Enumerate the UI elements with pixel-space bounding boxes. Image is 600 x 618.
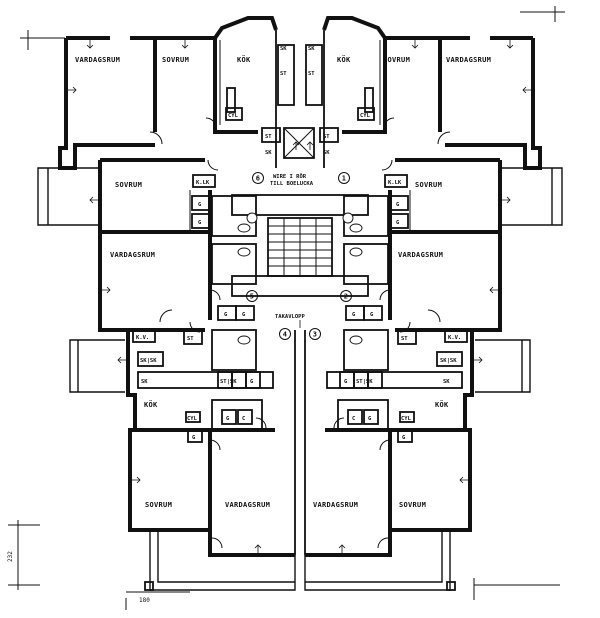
room-label: SOVRUM [383, 56, 410, 64]
room-label: SOVRUM [415, 181, 442, 189]
fixture-label: G [368, 416, 372, 422]
room-label: KÖK [435, 400, 449, 409]
room-label: SOVRUM [145, 501, 172, 509]
apartment-number-5: 5 [250, 293, 254, 301]
fixture-label: SK|SK [440, 358, 457, 364]
fixture-label: K.V. [136, 335, 149, 341]
fixture-label: ST|SK [220, 379, 237, 385]
fixture-labels: SK ST SK ST CYL CYL ST ST SK SK K.LK K.L… [136, 46, 461, 441]
annotations: WIRE I RÖR TILL BOELUCKA TAKAVLOPP [270, 173, 314, 328]
room-label: SOVRUM [115, 181, 142, 189]
fixture-label: G [242, 312, 246, 318]
fixture-label: G [402, 435, 406, 441]
room-label: VARDAGSRUM [225, 501, 270, 509]
apartment-numbers: 1 2 3 4 5 6 [246, 172, 352, 340]
fixture-label: ST [187, 336, 194, 342]
fixture-label: ST [265, 134, 272, 140]
apartment-number-4: 4 [283, 331, 287, 339]
fixture-label: ST [401, 336, 408, 342]
fixture-label: ST|SK [356, 379, 373, 385]
fixture-label: G [396, 220, 400, 226]
fixture-label: G [226, 416, 230, 422]
staircase [231, 194, 369, 297]
interior-partitions [132, 40, 468, 443]
fixture-label: K.LK [196, 180, 210, 186]
fixture-label: G [396, 202, 400, 208]
fixture-label: C [352, 416, 355, 422]
apartment-number-6: 6 [256, 175, 260, 183]
exterior-walls [37, 16, 563, 591]
room-label: KÖK [237, 55, 251, 64]
fixture-label: G [198, 220, 202, 226]
fixture-label: CYL [228, 113, 239, 119]
fixture-label: C [242, 416, 245, 422]
fixture-label: SK [265, 150, 272, 156]
room-label: VARDAGSRUM [313, 501, 358, 509]
apartment-number-2: 2 [344, 293, 348, 301]
fixture-label: G [370, 312, 374, 318]
fixture-label: G [250, 379, 254, 385]
fixture-label: CYL [187, 416, 198, 422]
apartment-number-3: 3 [313, 331, 317, 339]
fixture-label: G [198, 202, 202, 208]
room-label: KÖK [337, 55, 351, 64]
dimension-vertical: 232 [7, 551, 14, 562]
fixture-label: ST [323, 134, 330, 140]
fixture-label: SK|SK [140, 358, 157, 364]
room-label: VARDAGSRUM [446, 56, 491, 64]
room-labels: VARDAGSRUM SOVRUM KÖK KÖK SOVRUM VARDAGS… [75, 55, 491, 509]
fixture-label: CYL [360, 113, 371, 119]
fixture-label: G [224, 312, 228, 318]
room-label: VARDAGSRUM [110, 251, 155, 259]
room-label: SOVRUM [399, 501, 426, 509]
fixture-label: ST [280, 71, 287, 77]
door-swings [149, 117, 451, 549]
fixture-label: SK [280, 46, 287, 52]
room-label: KÖK [144, 400, 158, 409]
fixture-label: SK [443, 379, 450, 385]
fixture-label: SK [308, 46, 315, 52]
fixture-label: ST [308, 71, 315, 77]
direction-arrows [66, 38, 533, 555]
fixture-label: SK [141, 379, 148, 385]
note-wire-line1: WIRE I RÖR [273, 173, 307, 180]
fixture-label: SK [323, 150, 330, 156]
fixture-label: G [192, 435, 196, 441]
dimension-marks: 232 180 [7, 6, 565, 610]
room-label: VARDAGSRUM [398, 251, 443, 259]
note-takavlopp: TAKAVLOPP [275, 314, 305, 320]
fixture-label: K.V. [448, 335, 461, 341]
room-label: SOVRUM [162, 56, 189, 64]
fixture-label: K.LK [388, 180, 402, 186]
fixture-label: CYL [401, 416, 412, 422]
fixture-label: G [344, 379, 348, 385]
note-wire-line2: TILL BOELUCKA [270, 181, 314, 187]
dimension-horizontal: 180 [139, 597, 150, 604]
apartment-number-1: 1 [342, 175, 346, 183]
fixture-label: G [352, 312, 356, 318]
room-label: VARDAGSRUM [75, 56, 120, 64]
